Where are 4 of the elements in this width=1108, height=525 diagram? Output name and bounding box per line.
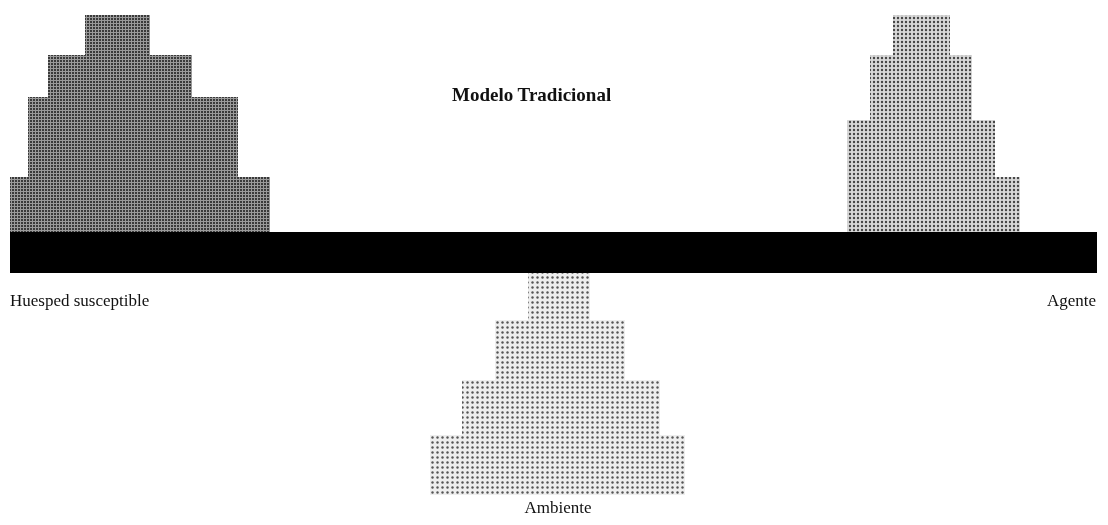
diagram-title: Modelo Tradicional (452, 84, 612, 106)
text-label: Huesped susceptible (10, 291, 150, 311)
text-label: Ambiente (523, 498, 593, 518)
text-label: Agente (1046, 291, 1096, 311)
